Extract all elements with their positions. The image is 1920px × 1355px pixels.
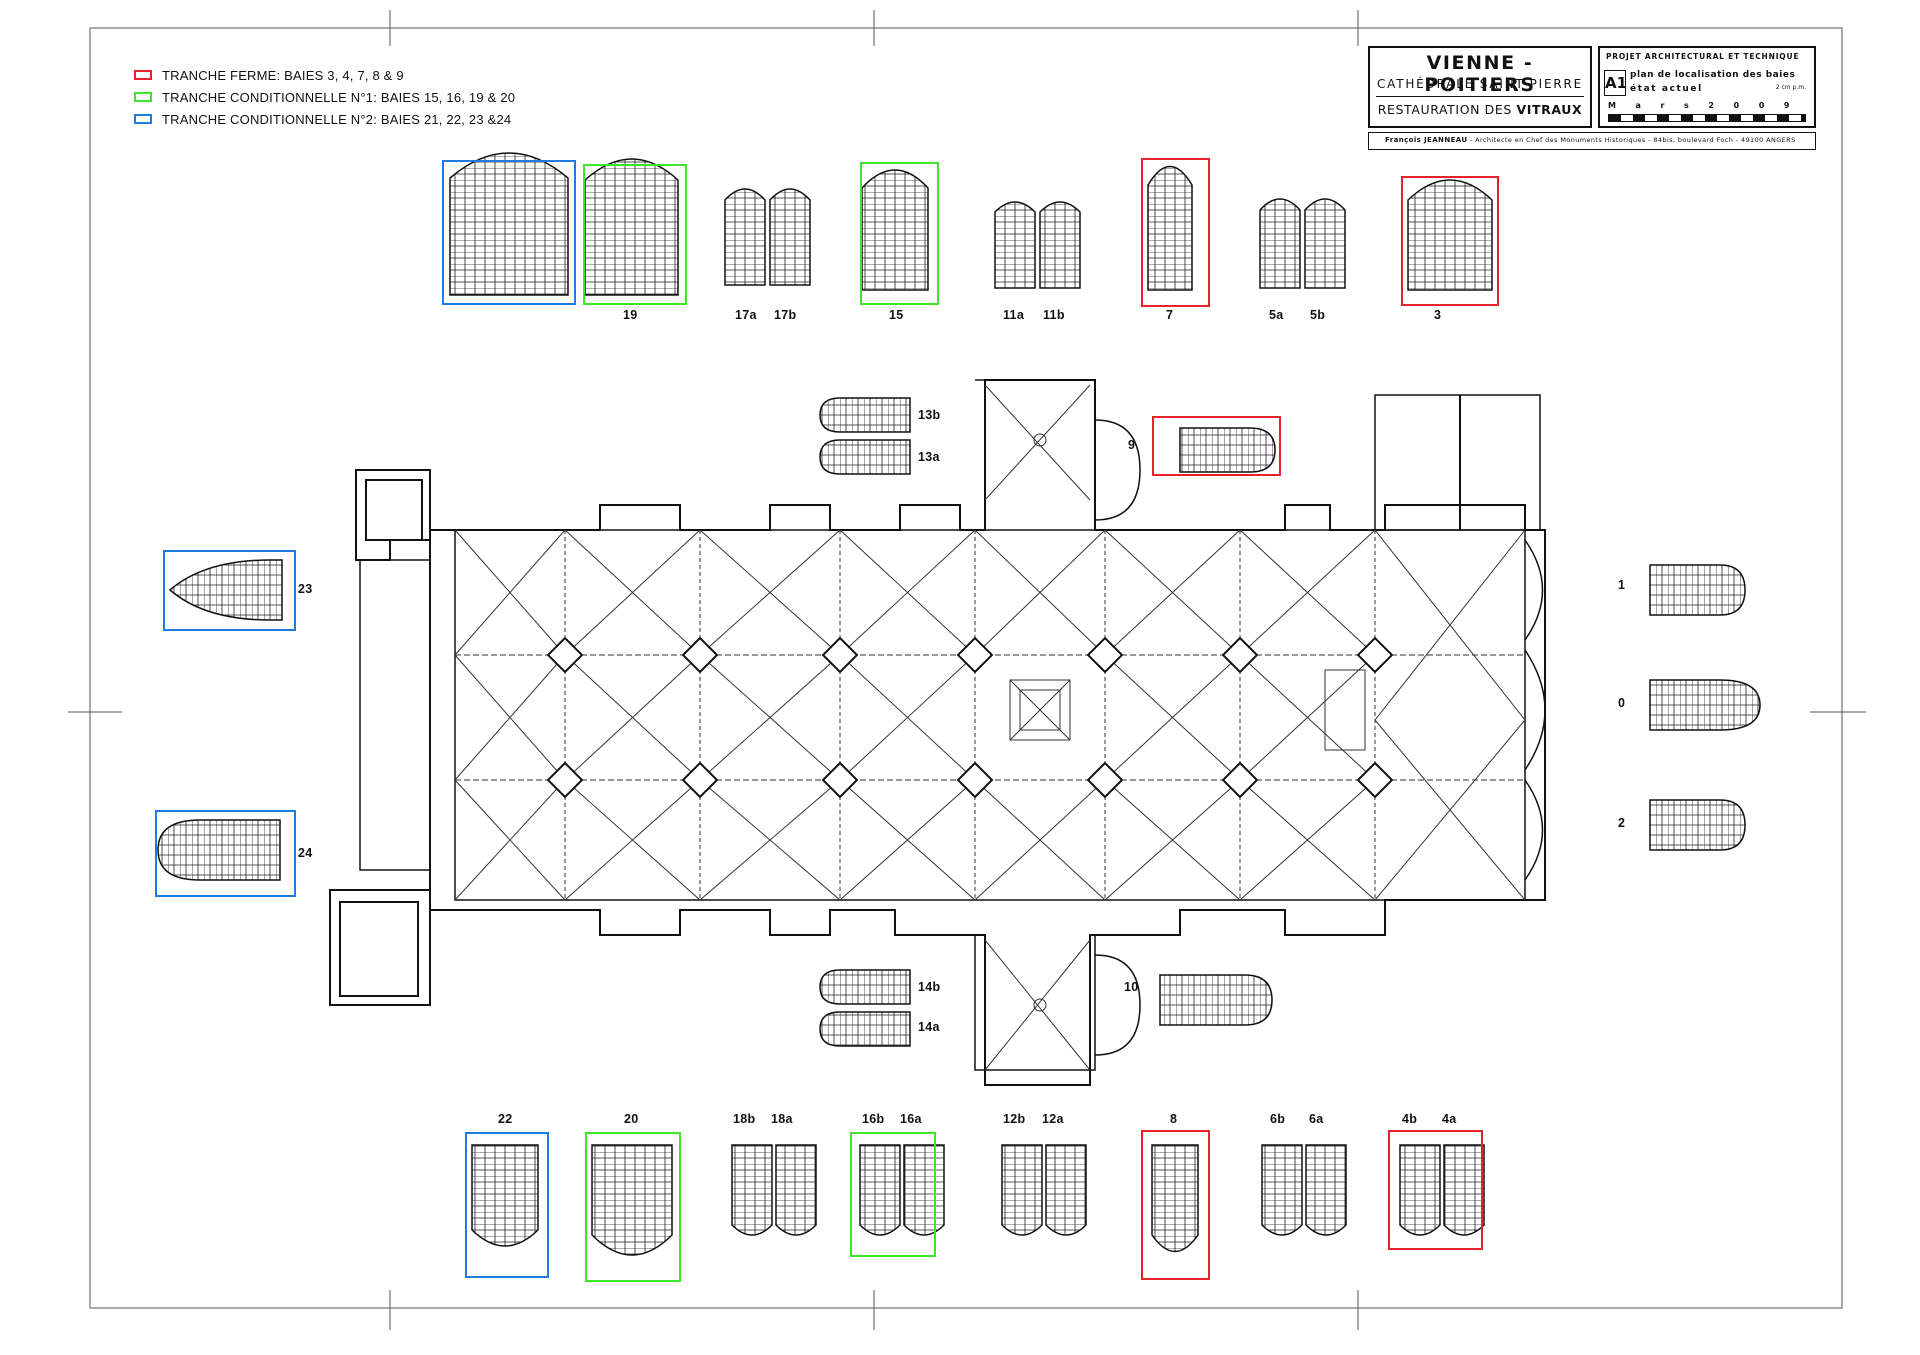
highlight-baie-7 bbox=[1141, 158, 1210, 307]
legend-label: TRANCHE FERME: BAIES 3, 4, 7, 8 & 9 bbox=[162, 67, 404, 83]
bay-label: 6a bbox=[1309, 1112, 1324, 1126]
bay-label: 17b bbox=[774, 308, 797, 322]
bay-label: 0 bbox=[1618, 696, 1626, 710]
title-block-info: PROJET ARCHITECTURAL ET TECHNIQUE A1 pla… bbox=[1598, 46, 1816, 128]
plan-title: plan de localisation des baies bbox=[1630, 70, 1796, 80]
author-line: François JEANNEAU - Architecte en Chef d… bbox=[1368, 132, 1816, 150]
legend-label: TRANCHE CONDITIONNELLE N°2: BAIES 21, 22… bbox=[162, 111, 512, 127]
bay-label: 12a bbox=[1042, 1112, 1064, 1126]
legend-item-tranche-2: TRANCHE CONDITIONNELLE N°2: BAIES 21, 22… bbox=[134, 108, 515, 130]
piers bbox=[546, 636, 1394, 799]
highlight-baie-22 bbox=[465, 1132, 549, 1278]
sheet-border bbox=[89, 27, 1843, 1309]
bay-label: 4b bbox=[1402, 1112, 1418, 1126]
bay-label: 13b bbox=[918, 408, 941, 422]
bay-label: 4a bbox=[1442, 1112, 1457, 1126]
highlight-baie-4 bbox=[1388, 1130, 1483, 1250]
bay-label: 13a bbox=[918, 450, 940, 464]
bay-label: 16a bbox=[900, 1112, 922, 1126]
bay-label: 9 bbox=[1128, 438, 1136, 452]
plan-date: M a r s 2 0 0 9 bbox=[1608, 101, 1798, 110]
bay-label: 20 bbox=[624, 1112, 639, 1126]
restoration-title: RESTAURATION DES VITRAUX bbox=[1370, 102, 1590, 117]
highlight-baie-24 bbox=[155, 810, 296, 897]
highlight-baie-19 bbox=[583, 164, 687, 305]
author-name: François JEANNEAU bbox=[1385, 136, 1468, 144]
highlight-baie-16 bbox=[850, 1132, 936, 1257]
project-label: PROJET ARCHITECTURAL ET TECHNIQUE bbox=[1606, 52, 1800, 61]
highlight-baie-15 bbox=[860, 162, 939, 305]
bay-label: 22 bbox=[498, 1112, 513, 1126]
legend-swatch-red bbox=[134, 70, 152, 80]
title-block-main: VIENNE - POITIERS CATHÉDRALE SAINT-PIERR… bbox=[1368, 46, 1592, 128]
highlight-baie-23 bbox=[163, 550, 296, 631]
vault-ribs bbox=[454, 384, 1526, 1071]
legend: TRANCHE FERME: BAIES 3, 4, 7, 8 & 9 TRAN… bbox=[134, 64, 515, 130]
bay-label: 8 bbox=[1170, 1112, 1178, 1126]
bay-label: 10 bbox=[1124, 980, 1139, 994]
bay-label: 16b bbox=[862, 1112, 885, 1126]
legend-item-tranche-ferme: TRANCHE FERME: BAIES 3, 4, 7, 8 & 9 bbox=[134, 64, 515, 86]
bay-label: 3 bbox=[1434, 308, 1442, 322]
bay-label: 11a bbox=[1003, 308, 1025, 322]
bay-label: 6b bbox=[1270, 1112, 1286, 1126]
legend-label: TRANCHE CONDITIONNELLE N°1: BAIES 15, 16… bbox=[162, 89, 516, 105]
bay-label: 12b bbox=[1003, 1112, 1026, 1126]
highlight-baie-20 bbox=[585, 1132, 681, 1282]
crop-marks bbox=[68, 10, 1866, 1330]
cathedral-title: CATHÉDRALE SAINT-PIERRE bbox=[1376, 77, 1584, 91]
bay-label: 14a bbox=[918, 1020, 940, 1034]
title-divider bbox=[1376, 96, 1584, 97]
city-title: VIENNE - POITIERS bbox=[1424, 52, 1536, 96]
bay-label: 18b bbox=[733, 1112, 756, 1126]
restoration-bold: VITRAUX bbox=[1516, 102, 1583, 117]
bay-label: 19 bbox=[623, 308, 638, 322]
bay-label: 5a bbox=[1269, 308, 1284, 322]
bay-label: 14b bbox=[918, 980, 941, 994]
bay-label: 2 bbox=[1618, 816, 1626, 830]
highlight-baie-21 bbox=[442, 160, 576, 305]
legend-swatch-green bbox=[134, 92, 152, 102]
author-detail: - Architecte en Chef des Monuments Histo… bbox=[1469, 136, 1796, 144]
restoration-prefix: RESTAURATION DES bbox=[1377, 102, 1512, 117]
bay-label: 18a bbox=[771, 1112, 793, 1126]
bay-label: 5b bbox=[1310, 308, 1326, 322]
bay-label: 1 bbox=[1618, 578, 1626, 592]
window-elevations bbox=[157, 152, 1761, 1256]
highlight-baie-9 bbox=[1152, 416, 1281, 476]
legend-swatch-blue bbox=[134, 114, 152, 124]
legend-item-tranche-1: TRANCHE CONDITIONNELLE N°1: BAIES 15, 16… bbox=[134, 86, 515, 108]
highlight-baie-3 bbox=[1401, 176, 1499, 306]
scale-bar bbox=[1608, 114, 1806, 122]
bay-label: 11b bbox=[1043, 308, 1065, 322]
bay-label: 17a bbox=[735, 308, 757, 322]
plan-scale: 2 cm p.m. bbox=[1775, 84, 1806, 91]
sheet-number: A1 bbox=[1604, 70, 1627, 96]
highlight-baie-8 bbox=[1141, 1130, 1210, 1280]
bay-label: 24 bbox=[298, 846, 313, 860]
bay-label: 7 bbox=[1166, 308, 1174, 322]
plan-state: état actuel bbox=[1630, 84, 1703, 94]
bay-label: 15 bbox=[889, 308, 904, 322]
bay-label: 23 bbox=[298, 582, 313, 596]
title-block: VIENNE - POITIERS CATHÉDRALE SAINT-PIERR… bbox=[1368, 46, 1816, 154]
